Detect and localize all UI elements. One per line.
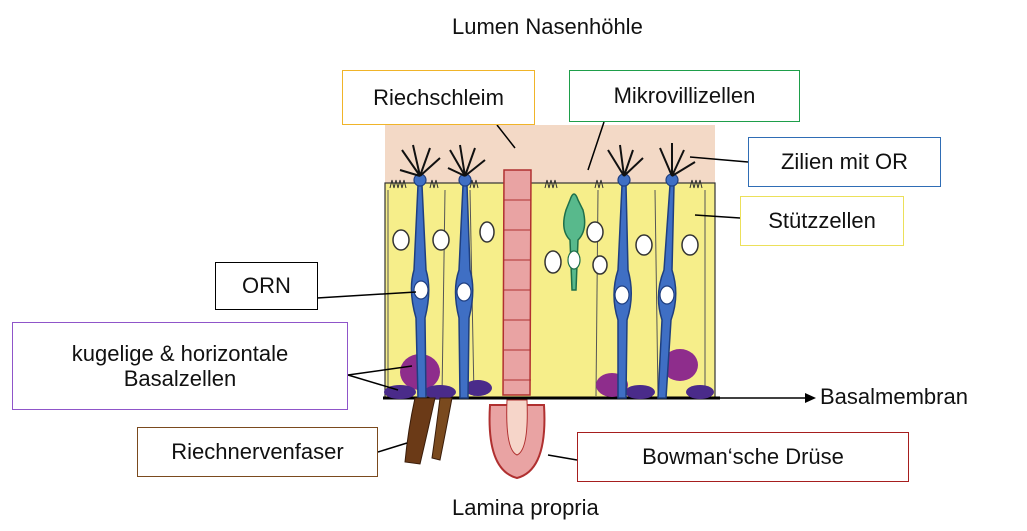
stuetzzellen-label: Stützzellen (768, 208, 876, 233)
riechnervenfaser-label-box: Riechnervenfaser (137, 427, 378, 477)
zilien-label-box: Zilien mit OR (748, 137, 941, 187)
stuetzzellen-label-box: Stützzellen (740, 196, 904, 246)
basalzellen-label-line2: Basalzellen (124, 366, 237, 391)
basalmembran-arrowhead (805, 393, 816, 403)
olfactory-nerve-fiber (432, 398, 452, 460)
mucus-layer (385, 125, 715, 187)
zilien-label: Zilien mit OR (781, 149, 908, 174)
orn-label-box: ORN (215, 262, 318, 310)
bowman-label: Bowman‘sche Drüse (642, 444, 844, 469)
basalmembran-label: Basalmembran (820, 384, 968, 410)
bowman-label-box: Bowman‘sche Drüse (577, 432, 909, 482)
microvillar-nucleus (568, 251, 580, 269)
orn-label: ORN (242, 273, 291, 298)
mikrovillizellen-label: Mikrovillizellen (614, 83, 756, 108)
olfactory-nerve-fiber (405, 398, 435, 464)
basal-cell (424, 385, 456, 399)
lamina-propria-label: Lamina propria (452, 495, 599, 521)
basalzellen-label-box: kugelige & horizontale Basalzellen (12, 322, 348, 410)
basalzellen-label-line1: kugelige & horizontale (72, 341, 288, 366)
bowman-gland-duct (503, 170, 531, 395)
basal-cell (625, 385, 655, 399)
mikrovillizellen-label-box: Mikrovillizellen (569, 70, 800, 122)
lumen-label: Lumen Nasenhöhle (452, 14, 643, 40)
riechschleim-label-box: Riechschleim (342, 70, 535, 125)
riechschleim-label: Riechschleim (373, 85, 504, 110)
riechnervenfaser-label: Riechnervenfaser (171, 439, 343, 464)
basal-cell (686, 385, 714, 399)
